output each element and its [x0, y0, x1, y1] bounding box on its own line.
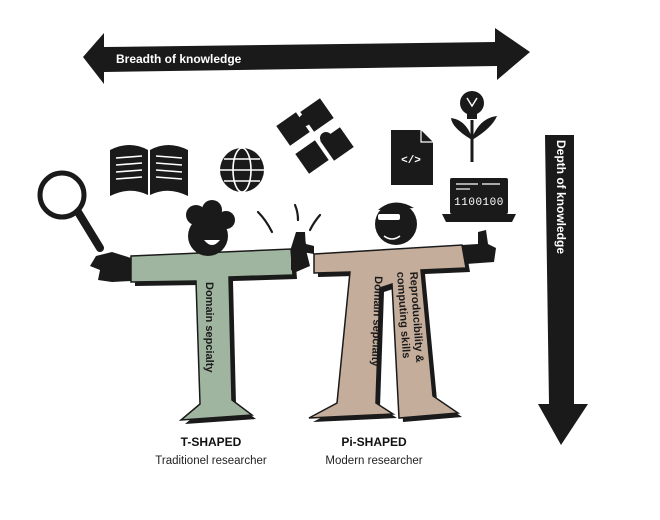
pi-shaped-title: Pi-SHAPED: [341, 435, 407, 449]
depth-label: Depth of knowledge: [554, 140, 568, 254]
globe-icon: [220, 147, 264, 193]
open-book-icon: [110, 145, 188, 196]
puzzle-icon: [276, 98, 354, 174]
pi-person-head: [375, 202, 417, 245]
t-shaped-subtitle: Traditionel researcher: [155, 455, 267, 467]
t-shaped-figure: Domain sepcialty: [90, 200, 310, 424]
pi-left-hand: [296, 234, 314, 254]
file-code-glyph: </>: [401, 155, 421, 167]
magnifier-icon: [37, 170, 104, 252]
t-person-head: [186, 200, 235, 256]
breadth-arrow: Breadth of knowledge: [83, 28, 530, 84]
pi-shape-body: [308, 244, 467, 419]
lightbulb-plant-icon: [451, 91, 497, 162]
high-five-marks: [256, 203, 322, 234]
pi-right-hand: [462, 230, 496, 264]
t-left-hand: [90, 252, 131, 282]
breadth-label: Breadth of knowledge: [116, 52, 242, 66]
file-code-icon: </>: [391, 130, 433, 185]
t-body-text: Domain sepcialty: [203, 282, 215, 373]
pi-leg1-text: Domain sepcialty: [369, 276, 384, 368]
pi-shaped-subtitle: Modern researcher: [325, 455, 422, 467]
pi-shaped-caption: Pi-SHAPED Modern researcher: [325, 435, 422, 467]
t-shaped-caption: T-SHAPED Traditionel researcher: [155, 435, 267, 467]
pi-shaped-figure: Domain sepcialty Reproducibility & compu…: [296, 202, 496, 422]
laptop-icon: 1100100: [442, 178, 516, 222]
depth-arrow: Depth of knowledge: [538, 135, 588, 445]
laptop-code-text: 1100100: [454, 197, 504, 209]
t-shaped-title: T-SHAPED: [181, 435, 242, 449]
